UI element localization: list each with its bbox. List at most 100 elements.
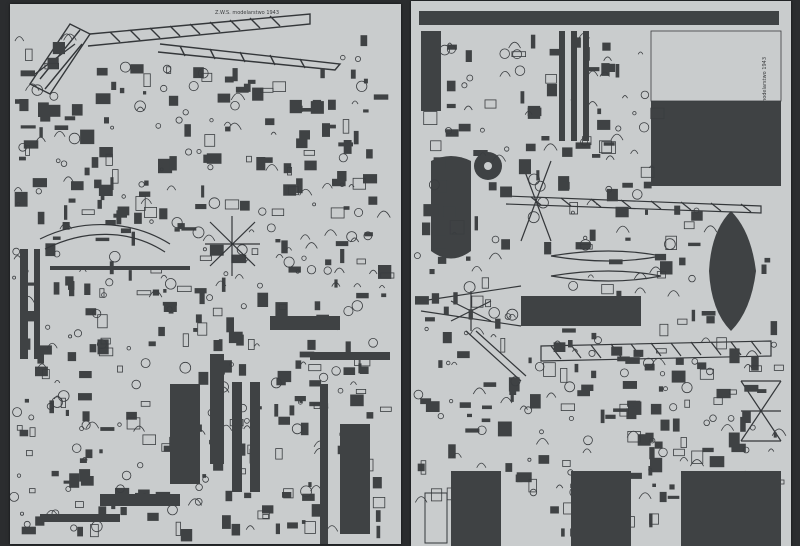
printed-part	[649, 513, 653, 528]
printed-part	[491, 235, 500, 244]
printed-part	[742, 446, 750, 454]
printed-part	[488, 307, 500, 319]
printed-part	[16, 425, 23, 431]
printed-part	[100, 191, 105, 201]
printed-part	[162, 301, 177, 306]
printed-part	[528, 357, 532, 364]
printed-part	[376, 525, 381, 539]
printed-part	[650, 107, 665, 120]
printed-part	[555, 484, 564, 489]
printed-part	[471, 295, 484, 308]
printed-part	[35, 136, 46, 143]
printed-part	[95, 93, 111, 105]
printed-part	[527, 211, 540, 224]
printed-part	[21, 526, 36, 535]
printed-part	[728, 432, 740, 448]
printed-part	[703, 419, 710, 426]
printed-part	[536, 437, 549, 445]
printed-part	[568, 415, 574, 421]
printed-part	[740, 416, 746, 432]
printed-part	[299, 351, 315, 358]
printed-part	[350, 381, 357, 385]
printed-part	[615, 225, 630, 233]
printed-part	[586, 199, 598, 206]
printed-part	[266, 223, 276, 233]
printed-part	[480, 127, 485, 133]
printed-part	[65, 486, 72, 492]
printed-part	[285, 247, 292, 251]
printed-part	[745, 350, 759, 357]
printed-part	[330, 207, 345, 219]
printed-part	[372, 477, 382, 489]
printed-part	[323, 266, 332, 275]
printed-part	[40, 114, 51, 122]
printed-part	[282, 492, 292, 498]
printed-part	[240, 200, 250, 211]
printed-part	[138, 181, 145, 188]
printed-part	[85, 421, 100, 429]
printed-part	[549, 48, 563, 56]
printed-part	[275, 448, 283, 460]
printed-part	[560, 403, 575, 411]
printed-part	[466, 74, 474, 82]
printed-part	[85, 308, 97, 316]
printed-part	[363, 174, 378, 184]
printed-part	[537, 196, 549, 209]
printed-part	[504, 146, 510, 152]
printed-part	[324, 229, 337, 236]
printed-part	[328, 99, 336, 110]
printed-part	[314, 301, 321, 311]
printed-part	[19, 511, 24, 516]
printed-part	[91, 520, 103, 533]
printed-part	[601, 284, 614, 295]
printed-part	[499, 48, 510, 59]
printed-part	[140, 358, 151, 369]
printed-part	[481, 277, 489, 289]
printed-part	[482, 405, 492, 410]
printed-part	[611, 346, 623, 356]
printed-part	[69, 282, 75, 297]
printed-part	[530, 394, 541, 409]
printed-part	[306, 265, 317, 275]
printed-part	[201, 72, 213, 82]
printed-part	[246, 155, 252, 163]
printed-part	[95, 237, 110, 242]
printed-part	[230, 92, 246, 101]
printed-part	[688, 274, 696, 283]
printed-part	[120, 228, 131, 234]
printed-part	[283, 256, 295, 268]
printed-part	[451, 361, 458, 366]
printed-part	[639, 122, 650, 133]
printed-part	[423, 111, 438, 126]
printed-part	[429, 269, 435, 275]
printed-part	[281, 240, 288, 254]
printed-part	[149, 219, 154, 224]
printed-part	[720, 424, 735, 431]
printed-part	[68, 132, 81, 145]
printed-part	[479, 152, 487, 156]
printed-part	[518, 159, 531, 175]
printed-part	[583, 435, 593, 446]
printed-part	[691, 450, 704, 464]
printed-part	[605, 414, 616, 419]
printed-part	[525, 143, 536, 152]
printed-part	[297, 399, 303, 405]
printed-part	[343, 306, 354, 317]
printed-part	[345, 341, 351, 356]
printed-part	[229, 362, 234, 367]
printed-part	[293, 105, 303, 112]
printed-part	[224, 76, 234, 83]
printed-part	[442, 332, 452, 344]
printed-part	[543, 362, 556, 377]
printed-part	[287, 166, 292, 176]
printed-part	[378, 265, 392, 279]
printed-part	[550, 506, 559, 514]
printed-part	[155, 123, 162, 129]
printed-part	[519, 405, 528, 410]
printed-part	[484, 99, 497, 109]
printed-part	[424, 326, 429, 332]
printed-part	[471, 266, 483, 272]
printed-part	[380, 272, 395, 279]
printed-part	[713, 397, 723, 405]
printed-part	[350, 69, 356, 79]
